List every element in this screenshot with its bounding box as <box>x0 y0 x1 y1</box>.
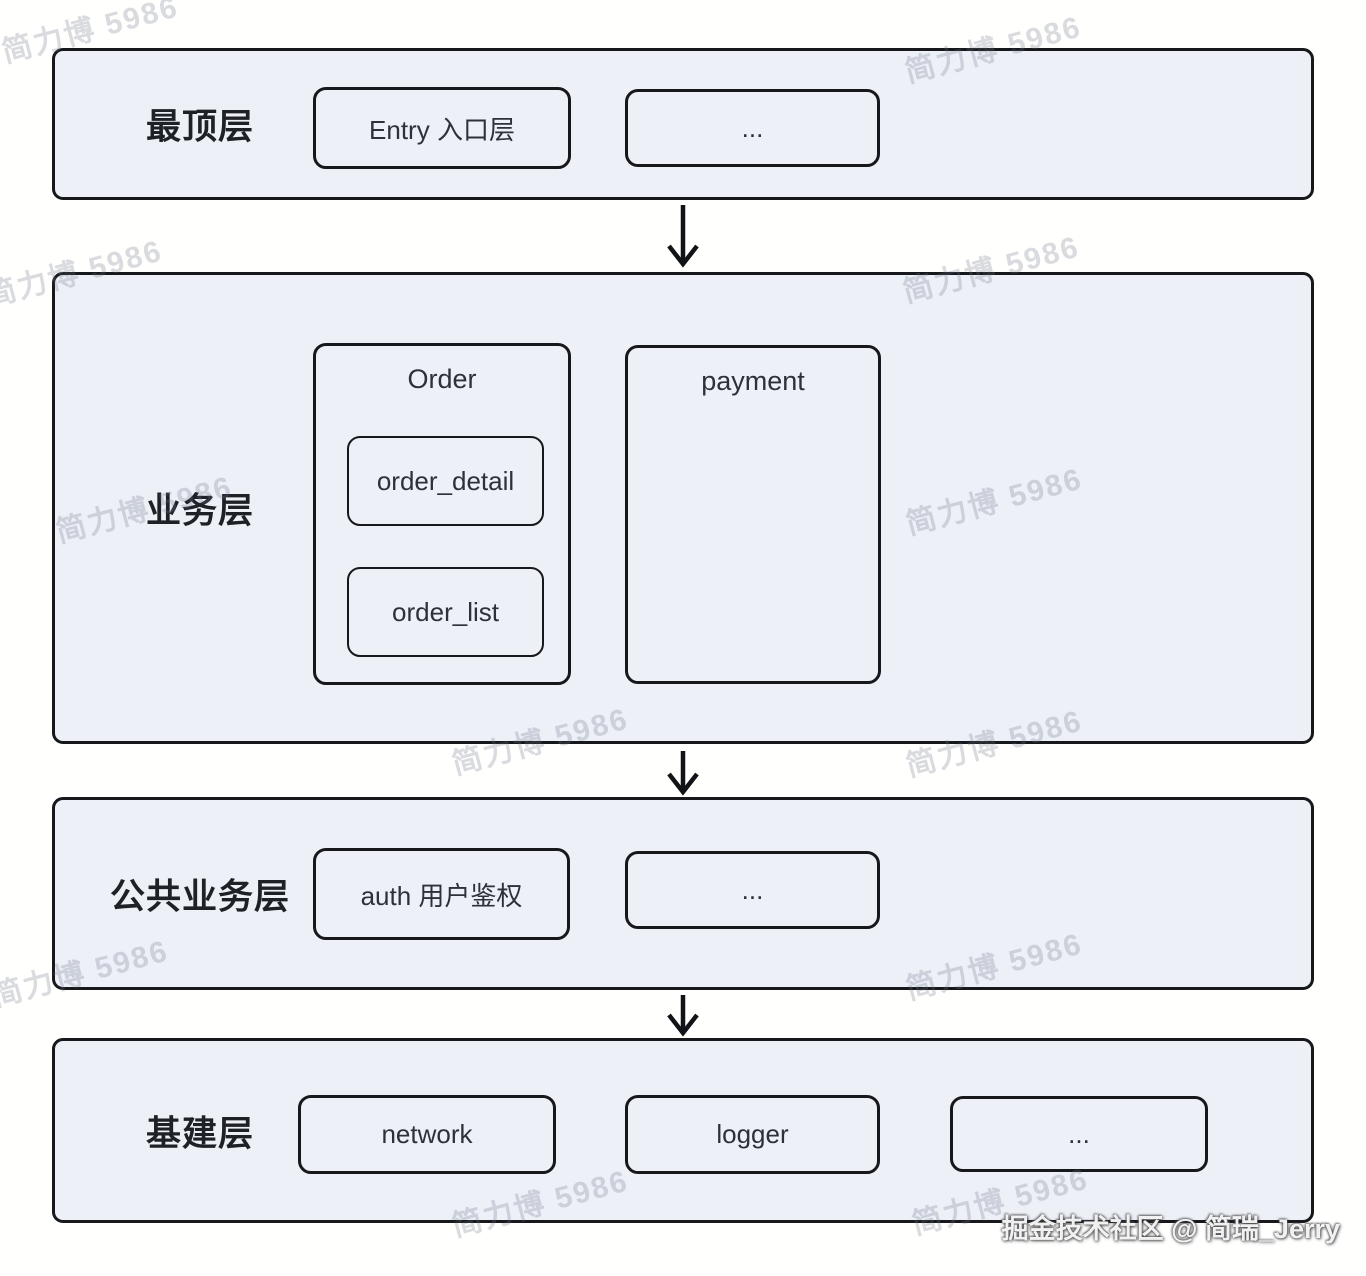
box-ellipsis-common: ... <box>625 851 880 929</box>
layer-common: 公共业务层 auth 用户鉴权 ... <box>52 797 1314 990</box>
arrow-down-icon <box>667 751 699 796</box>
box-auth: auth 用户鉴权 <box>313 848 570 940</box>
box-logger: logger <box>625 1095 880 1174</box>
layer-common-label: 公共业务层 <box>109 877 290 916</box>
group-payment-title: payment <box>701 366 805 396</box>
box-order-list: order_list <box>347 567 544 657</box>
layer-business-label: 业务层 <box>145 491 254 531</box>
layer-top-label: 最顶层 <box>145 107 254 147</box>
box-network-label: network <box>381 1119 473 1149</box>
box-ellipsis-common-label: ... <box>741 874 764 905</box>
layer-business: 业务层 Order order_detail order_list paymen… <box>52 272 1314 744</box>
box-order-detail: order_detail <box>347 436 544 526</box>
box-network: network <box>298 1095 556 1174</box>
layer-infra-label: 基建层 <box>145 1114 254 1153</box>
box-ellipsis-top-label: ... <box>741 112 764 143</box>
box-order-detail-label: order_detail <box>376 465 515 496</box>
box-auth-label: auth 用户鉴权 <box>360 880 523 911</box>
credit-watermark: 掘金技术社区 @ 简瑞_Jerry <box>1001 1214 1340 1244</box>
group-order-title: Order <box>407 364 477 394</box>
box-entry-label: Entry 入口层 <box>369 114 515 145</box>
box-order-list-label: order_list <box>392 596 499 627</box>
layer-top: 最顶层 Entry 入口层 ... <box>52 48 1314 200</box>
box-entry: Entry 入口层 <box>313 87 571 169</box>
box-logger-label: logger <box>716 1119 789 1149</box>
box-ellipsis-top: ... <box>625 89 880 167</box>
arrow-down-icon <box>667 995 699 1037</box>
box-ellipsis-infra-label: ... <box>1068 1118 1090 1149</box>
box-ellipsis-infra: ... <box>950 1096 1208 1172</box>
group-payment: payment <box>625 345 881 684</box>
layer-infra: 基建层 network logger ... <box>52 1038 1314 1223</box>
group-order: Order order_detail order_list <box>313 343 571 685</box>
arrow-down-icon <box>667 205 699 268</box>
